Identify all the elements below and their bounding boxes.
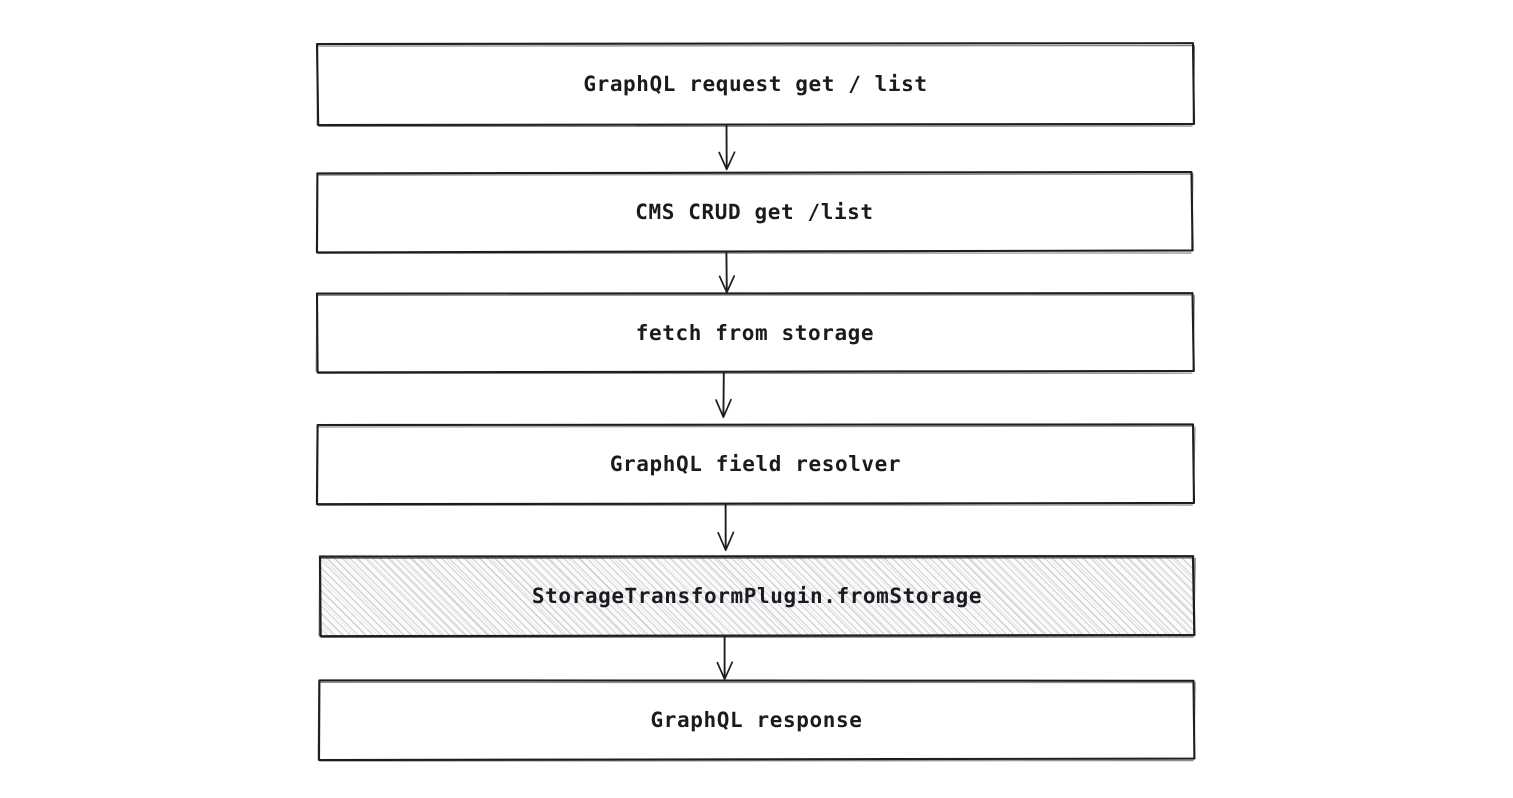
flow-node-fetch-from-storage[interactable]: fetch from storage [315,291,1195,374]
flow-node-label: GraphQL field resolver [609,452,902,476]
arrowhead-down-icon [718,151,736,171]
flow-node-label: GraphQL response [650,708,863,732]
flow-node-storage-transform-plugin[interactable]: StorageTransformPlugin.fromStorage [318,554,1196,638]
flow-edge-4 [711,504,743,553]
arrowhead-down-icon [716,661,734,681]
flow-edge-5 [710,636,742,682]
arrowhead-down-icon [715,398,732,419]
flow-edge-2 [712,252,744,295]
arrowhead-down-icon [717,531,735,552]
flow-node-graphql-response[interactable]: GraphQL response [317,678,1196,762]
flow-node-label: GraphQL request get / list [583,72,928,96]
arrowhead-down-icon [718,275,736,294]
flow-node-label: CMS CRUD get /list [635,200,874,224]
flow-node-graphql-request[interactable]: GraphQL request get / list [315,41,1196,127]
flow-node-label: fetch from storage [635,320,875,345]
flow-node-cms-crud[interactable]: CMS CRUD get /list [315,170,1194,254]
flow-edge-3 [709,372,741,420]
flow-node-graphql-field-resolver[interactable]: GraphQL field resolver [315,422,1196,506]
flow-edge-1 [712,125,744,172]
flow-node-label: StorageTransformPlugin.fromStorage [531,584,983,608]
